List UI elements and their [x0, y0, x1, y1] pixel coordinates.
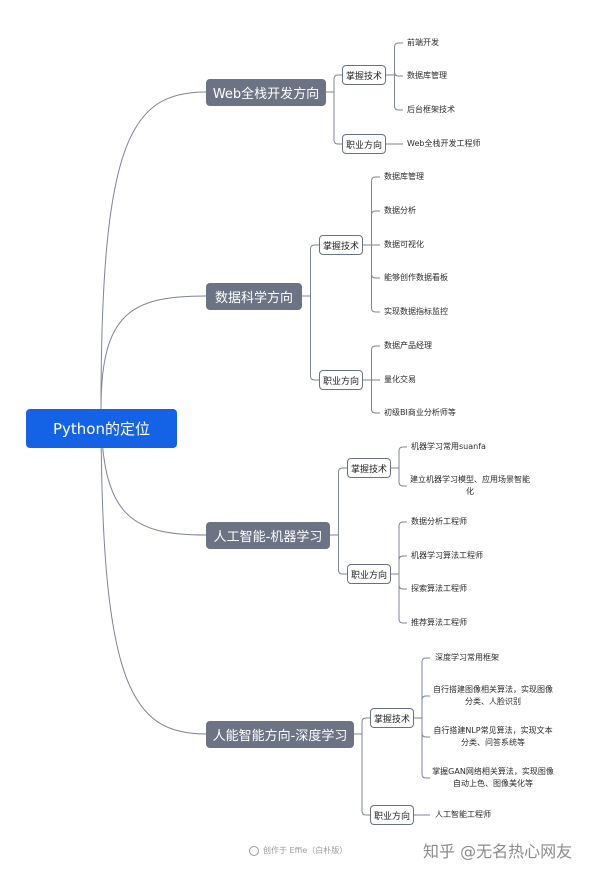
leaf-item: 后台框架技术	[407, 105, 455, 114]
leaf-connector	[371, 408, 380, 414]
branch-connector	[338, 569, 347, 575]
leaf-connector	[398, 521, 407, 527]
leaf-item: 建立机器学习模型、应用场景智能化	[410, 475, 530, 496]
root-connector	[100, 408, 207, 735]
root-connector	[100, 91, 207, 410]
branch-ai-ml[interactable]: 人工智能-机器学习	[206, 522, 330, 549]
leaf-item: 数据库管理	[407, 71, 447, 80]
leaf-item: Web全栈开发工程师	[407, 139, 481, 148]
group-ds-careers[interactable]: 职业方向	[319, 370, 363, 390]
branch-deep-learning[interactable]: 人能智能方向-深度学习	[206, 721, 354, 748]
group-ml-skills[interactable]: 掌握技术	[347, 458, 391, 478]
branch-web-fullstack[interactable]: Web全栈开发方向	[206, 79, 326, 106]
leaf-connector	[398, 446, 407, 452]
leaf-connector	[394, 105, 403, 111]
branch-connector	[310, 375, 319, 381]
leaf-connector	[421, 732, 430, 738]
root-node[interactable]: Python的定位	[26, 409, 177, 448]
branch-connector	[333, 74, 342, 80]
leaf-connector	[394, 71, 403, 77]
leaf-connector	[394, 42, 403, 48]
credit-text: 创作于 Effie（白朴版）	[263, 846, 348, 855]
branch-connector	[310, 244, 319, 250]
leaf-item: 量化交易	[384, 375, 416, 384]
leaf-item: 数据可视化	[384, 240, 424, 249]
effie-logo-icon	[249, 845, 259, 856]
leaf-item: 掌握GAN网络相关算法，实现图像自动上色、图像美化等	[432, 767, 554, 788]
leaf-item: 推荐算法工程师	[411, 618, 467, 627]
group-web-careers[interactable]: 职业方向	[342, 134, 386, 154]
leaf-item: 自行搭建图像相关算法，实现图像分类、人脸识别	[433, 685, 553, 706]
leaf-item: 初级BI商业分析师等	[384, 408, 456, 417]
leaf-item: 数据库管理	[384, 172, 424, 181]
root-connector	[100, 295, 207, 410]
leaf-connector	[398, 618, 407, 624]
leaf-item: 探索算法工程师	[411, 584, 467, 593]
group-dl-careers[interactable]: 职业方向	[370, 805, 414, 825]
leaf-item: 人工智能工程师	[435, 810, 491, 819]
leaf-item: 前端开发	[407, 38, 439, 47]
leaf-item: 数据分析工程师	[411, 517, 467, 526]
leaf-connector	[398, 481, 407, 487]
group-dl-skills[interactable]: 掌握技术	[370, 708, 414, 728]
branch-data-science[interactable]: 数据科学方向	[206, 283, 302, 310]
leaf-connector	[421, 657, 430, 663]
leaf-connector	[371, 273, 380, 279]
leaf-item: 实现数据指标监控	[384, 307, 448, 316]
leaf-item: 能够创作数据看板	[384, 273, 448, 282]
branch-connector	[361, 810, 370, 816]
branch-connector	[338, 467, 347, 473]
leaf-connector	[371, 210, 380, 216]
leaf-connector	[421, 695, 430, 701]
branch-connector	[333, 139, 342, 145]
group-web-skills[interactable]: 掌握技术	[342, 65, 386, 85]
leaf-item: 机器学习常用suanfa	[411, 442, 486, 451]
leaf-connector	[371, 176, 380, 182]
leaf-connector	[421, 773, 430, 779]
leaf-connector	[371, 345, 380, 351]
leaf-connector	[398, 555, 407, 561]
leaf-item: 数据分析	[384, 206, 416, 215]
branch-connector	[361, 717, 370, 723]
footer-credit: 创作于 Effie（白朴版）	[249, 845, 347, 856]
watermark: 知乎 @无名热心网友	[423, 842, 573, 861]
leaf-connector	[371, 307, 380, 313]
leaf-item: 数据产品经理	[384, 341, 432, 350]
leaf-connector	[398, 584, 407, 590]
group-ml-careers[interactable]: 职业方向	[347, 564, 391, 584]
leaf-item: 自行搭建NLP常见算法，实现文本分类、问答系统等	[433, 726, 553, 747]
leaf-item: 机器学习算法工程师	[411, 551, 483, 560]
leaf-item: 深度学习常用框架	[435, 653, 499, 662]
group-ds-skills[interactable]: 掌握技术	[319, 235, 363, 255]
